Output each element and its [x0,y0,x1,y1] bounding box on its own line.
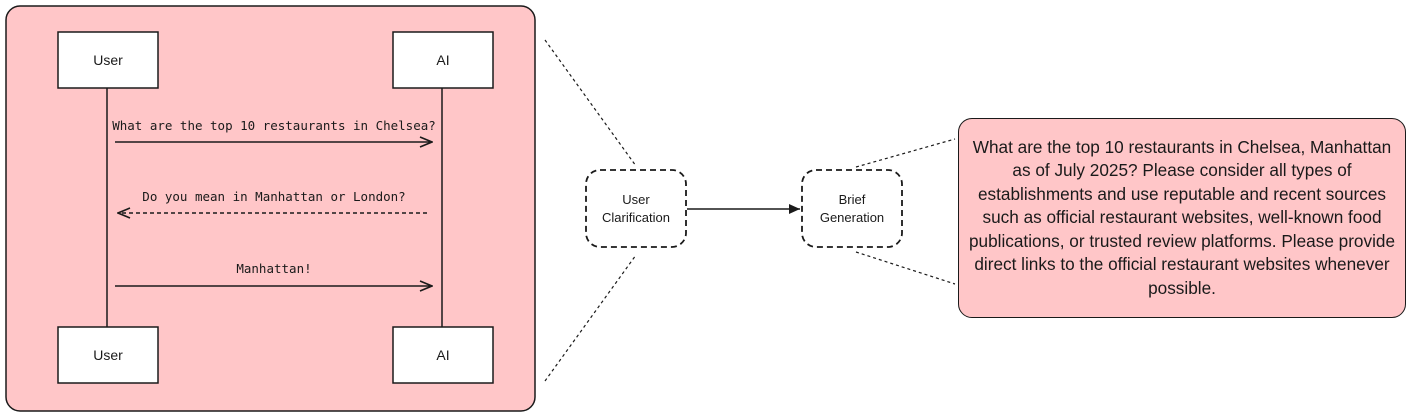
message-3-label: Manhattan! [236,261,311,276]
user-clarification-label-line2: Clarification [602,210,670,225]
brief-generation-label-line1: Brief [839,192,866,207]
participant-ai-bottom [392,326,494,384]
sequence-panel [5,5,536,412]
participant-user-top-label: User [93,52,123,68]
research-brief-text: What are the top 10 restaurants in Chels… [968,136,1396,298]
brief-generation-label-line2: Generation [820,210,884,225]
participant-ai-top-label: AI [436,52,449,68]
brief-generation-node [801,169,903,248]
zoom-guide-bottom-left [544,254,637,382]
user-clarification-label-line1: User [622,192,650,207]
zoom-guide-top-right [855,138,956,168]
participant-ai-bottom-label: AI [436,347,449,363]
participant-user-bottom-label: User [93,347,123,363]
participant-user-top [57,31,159,89]
message-2-label: Do you mean in Manhattan or London? [142,189,405,204]
zoom-guide-bottom-right [855,251,956,285]
zoom-guide-top-left [544,39,637,167]
research-brief-box: What are the top 10 restaurants in Chels… [958,118,1406,318]
participant-user-bottom [57,326,159,384]
participant-ai-top [392,31,494,89]
message-1-label: What are the top 10 restaurants in Chels… [112,118,436,133]
user-clarification-node [585,169,687,248]
